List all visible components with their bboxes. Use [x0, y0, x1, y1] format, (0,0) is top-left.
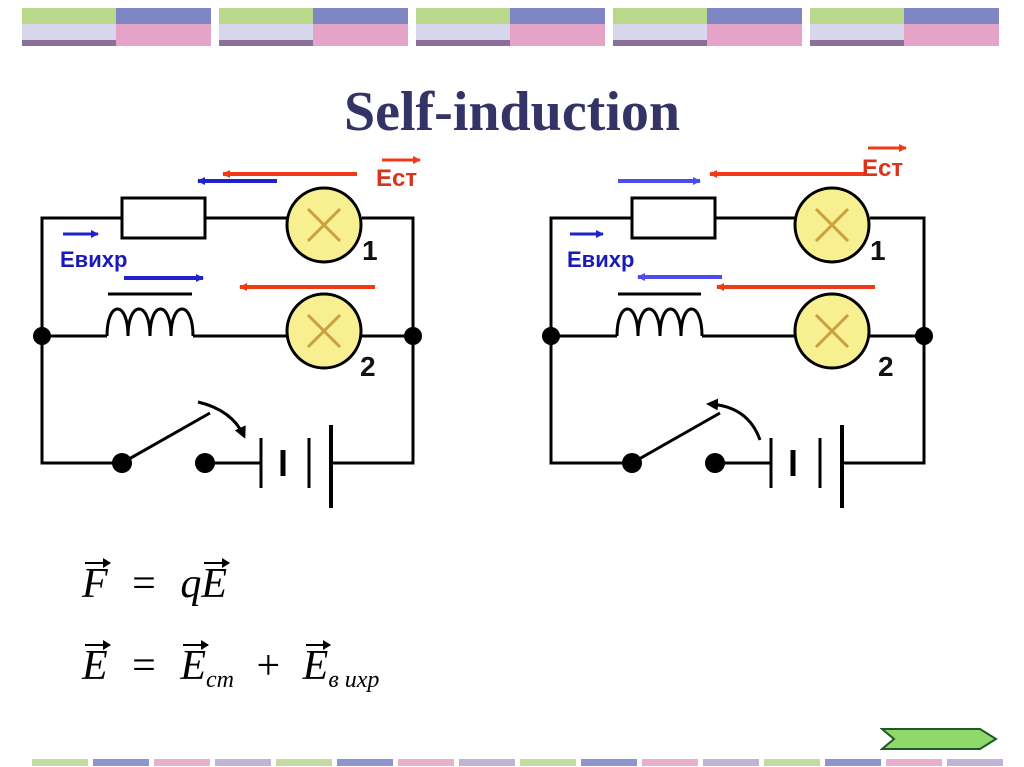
right-lamp-1-label: 1 — [870, 235, 886, 266]
band-segment — [154, 759, 210, 766]
band-segment — [459, 759, 515, 766]
band-segment — [707, 8, 802, 24]
equals-sign: = — [132, 561, 156, 607]
band-segment — [707, 24, 802, 40]
right-switch-contact — [705, 453, 725, 473]
band-segment — [337, 759, 393, 766]
band-segment — [520, 759, 576, 766]
right-switch-motion-arrow — [706, 398, 762, 441]
band-segment — [219, 8, 313, 24]
band-segment — [219, 40, 313, 46]
bottom-decorative-band — [32, 759, 1003, 766]
band-segment — [32, 759, 88, 766]
subscript-vihr: в ихр — [328, 667, 380, 693]
right-wire-bottom — [549, 336, 926, 465]
subscript-st: ст — [206, 667, 234, 693]
vector-e: E — [201, 558, 230, 607]
band-segment — [116, 40, 211, 46]
right-junction-node — [542, 327, 560, 345]
vector-f: F — [82, 558, 111, 607]
band-segment — [613, 8, 707, 24]
band-segment — [215, 759, 271, 766]
equals-sign: = — [132, 643, 156, 689]
band-segment — [810, 24, 904, 40]
band-segment — [22, 40, 116, 46]
left-switch-contact — [195, 453, 215, 473]
right-resistor-icon — [630, 196, 717, 240]
band-segment — [886, 759, 942, 766]
right-lamp-2 — [793, 292, 871, 370]
formula-field-sum: E = Eст + Eв ихр — [82, 640, 380, 694]
right-e-vihr-label: Евихр — [567, 247, 634, 272]
band-segment — [22, 8, 116, 24]
left-wire-top-branch — [40, 216, 415, 336]
band-segment — [613, 24, 707, 40]
left-lamp-2-label: 2 — [360, 351, 376, 382]
right-circuit — [549, 196, 926, 508]
left-e-vihr-label: Евихр — [60, 247, 127, 272]
left-wire-bottom — [40, 336, 415, 465]
band-segment — [810, 8, 904, 24]
band-segment — [93, 759, 149, 766]
band-segment — [510, 24, 605, 40]
left-inductor-icon — [105, 307, 195, 337]
right-lamp-2-label: 2 — [878, 351, 894, 382]
left-junction-node — [33, 327, 51, 345]
band-segment — [825, 759, 881, 766]
band-segment — [398, 759, 454, 766]
band-segment — [581, 759, 637, 766]
band-segment — [904, 8, 999, 24]
left-junction-node — [404, 327, 422, 345]
charge-q: q — [180, 561, 202, 607]
band-segment — [904, 24, 999, 40]
right-junction-node — [915, 327, 933, 345]
band-segment — [219, 24, 313, 40]
band-segment — [510, 40, 605, 46]
right-inductor-icon — [615, 307, 704, 337]
right-switch-icon — [631, 411, 721, 465]
top-decorative-band — [22, 8, 999, 46]
band-segment — [116, 24, 211, 40]
left-resistor-icon — [120, 196, 207, 240]
right-e-st-label: Ест — [862, 155, 903, 182]
band-segment — [764, 759, 820, 766]
band-segment — [416, 40, 510, 46]
band-segment — [613, 40, 707, 46]
formula-force: F = qE — [82, 558, 230, 608]
left-lamp-1 — [285, 186, 363, 264]
band-segment — [276, 759, 332, 766]
band-segment — [313, 40, 408, 46]
vector-e-total: E — [82, 640, 111, 689]
band-segment — [313, 8, 408, 24]
left-lamp-2 — [285, 292, 363, 370]
left-switch-icon — [121, 411, 211, 465]
band-segment — [904, 40, 999, 46]
vector-e-st: E — [180, 640, 209, 689]
band-segment — [416, 8, 510, 24]
right-wire-top-branch — [549, 216, 926, 336]
right-switch-contact — [622, 453, 642, 473]
next-slide-arrow-icon[interactable] — [880, 724, 1000, 754]
plus-sign: + — [256, 643, 281, 689]
slide-title: Self-induction — [343, 81, 681, 143]
left-switch-contact — [112, 453, 132, 473]
band-segment — [22, 24, 116, 40]
band-segment — [707, 40, 802, 46]
left-lamp-1-label: 1 — [362, 235, 378, 266]
vector-e-vihr: E — [302, 640, 331, 689]
right-lamp-1 — [793, 186, 871, 264]
band-segment — [703, 759, 759, 766]
left-e-st-label: Ест — [376, 165, 417, 192]
band-segment — [313, 24, 408, 40]
left-switch-motion-arrow — [197, 400, 246, 439]
left-circuit — [40, 196, 415, 508]
band-segment — [416, 24, 510, 40]
band-segment — [642, 759, 698, 766]
band-segment — [810, 40, 904, 46]
band-segment — [116, 8, 211, 24]
band-segment — [947, 759, 1003, 766]
band-segment — [510, 8, 605, 24]
